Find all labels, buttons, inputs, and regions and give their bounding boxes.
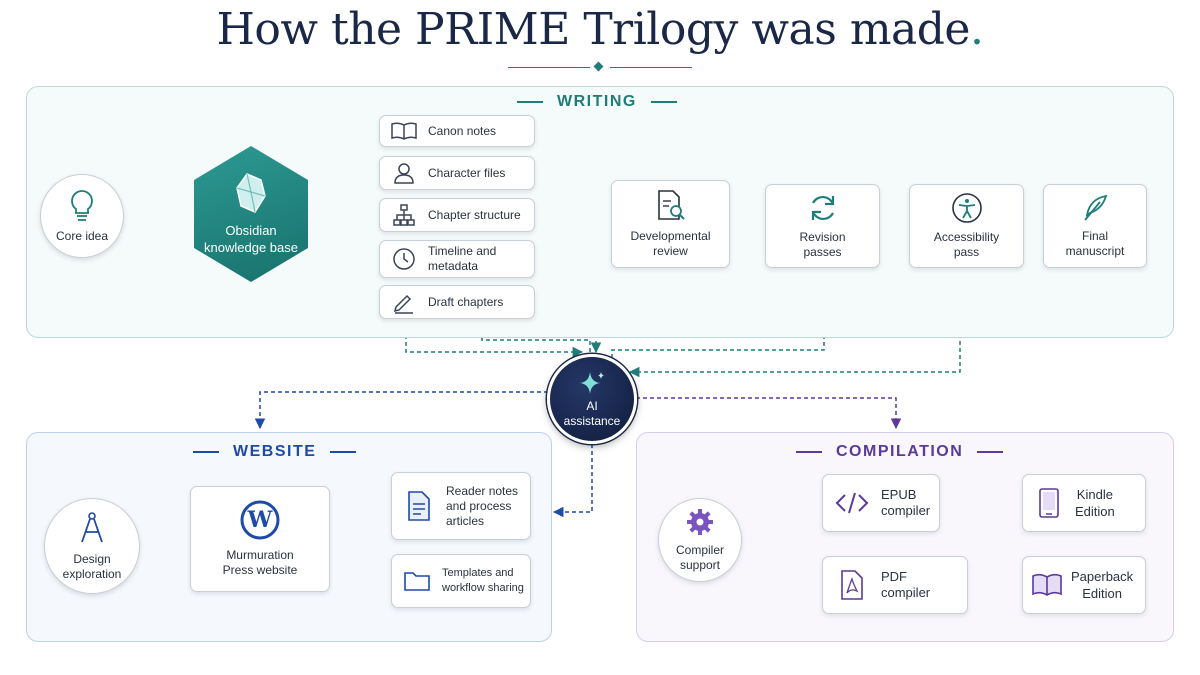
murmuration-website-node[interactable]: W Murmuration Press website xyxy=(190,486,330,592)
obsidian-crystal-icon xyxy=(236,173,266,213)
tpl-label-1: Templates and xyxy=(442,567,514,579)
epub-label-2: compiler xyxy=(881,503,931,518)
ai-link-compilation xyxy=(636,397,902,430)
character-files-label: Character files xyxy=(428,166,506,180)
site-label-2: Press website xyxy=(222,563,298,577)
ai-assistance-node[interactable]: AI assistance xyxy=(547,354,637,444)
draft-chapters-label: Draft chapters xyxy=(428,295,504,309)
folder-icon xyxy=(392,570,442,592)
rev-label-1: Revision xyxy=(799,230,846,244)
page-title: How the PRIME Trilogy was made. xyxy=(216,4,984,55)
refresh-icon xyxy=(811,195,834,221)
compass-icon xyxy=(81,512,103,543)
notes-label-1: Reader notes xyxy=(446,483,519,498)
kindle-label-2: Edition xyxy=(1075,504,1115,519)
title-divider xyxy=(508,61,692,72)
acc-label-2: pass xyxy=(953,245,980,259)
tablet-icon xyxy=(1023,487,1075,519)
code-icon xyxy=(823,491,881,515)
user-icon xyxy=(380,161,428,185)
epub-label-1: EPUB xyxy=(881,487,917,502)
pdf-label-2: compiler xyxy=(881,585,931,600)
pdf-icon xyxy=(823,569,881,601)
site-label-1: Murmuration xyxy=(226,548,294,562)
ai-label-1: AI xyxy=(586,399,598,413)
input-character-files[interactable]: Character files xyxy=(379,156,535,190)
document-search-icon xyxy=(657,190,685,220)
compilation-heading: COMPILATION xyxy=(796,443,1004,461)
dev-label-1: Developmental xyxy=(630,229,711,243)
developmental-review-node[interactable]: Developmental review xyxy=(611,180,730,268)
final-label-1: Final xyxy=(1081,229,1108,243)
templates-node[interactable]: Templates and workflow sharing xyxy=(391,554,531,608)
writing-heading: WRITING xyxy=(517,93,677,111)
design-exploration-node[interactable]: Design exploration xyxy=(44,498,140,594)
document-icon xyxy=(392,490,446,522)
tpl-label-2: workflow sharing xyxy=(442,582,524,594)
dev-label-2: review xyxy=(653,244,688,258)
gear-icon xyxy=(687,509,713,535)
input-chapter-structure[interactable]: Chapter structure xyxy=(379,198,535,232)
design-label-2: exploration xyxy=(62,567,122,581)
compiler-support-node[interactable]: Compiler support xyxy=(658,498,742,582)
paper-label-2: Edition xyxy=(1082,586,1122,601)
timeline-label-2: metadata xyxy=(428,259,479,273)
open-book-icon xyxy=(1023,572,1071,598)
paper-label-1: Paperback xyxy=(1071,569,1134,584)
notes-label-2: and process xyxy=(446,498,512,513)
input-canon-notes[interactable]: Canon notes xyxy=(379,115,535,147)
rev-label-2: passes xyxy=(803,245,842,259)
book-icon xyxy=(380,121,428,141)
ai-link-canon xyxy=(400,322,584,358)
design-label-1: Design xyxy=(73,552,111,566)
hierarchy-icon xyxy=(380,203,428,227)
kb-label-2: knowledge base xyxy=(204,240,298,255)
pdf-label-1: PDF xyxy=(881,569,907,584)
notes-label-3: articles xyxy=(446,513,485,528)
svg-text:W: W xyxy=(247,507,273,533)
revision-passes-node[interactable]: Revision passes xyxy=(765,184,880,268)
lightbulb-icon xyxy=(71,189,93,221)
timeline-label-1: Timeline and xyxy=(428,244,497,258)
ai-link-acc xyxy=(628,270,966,378)
final-manuscript-node[interactable]: Final manuscript xyxy=(1043,184,1147,268)
pencil-icon xyxy=(380,290,428,314)
input-draft-chapters[interactable]: Draft chapters xyxy=(379,285,535,319)
ai-label-2: assistance xyxy=(563,414,621,428)
canon-notes-label: Canon notes xyxy=(428,124,497,138)
clock-icon xyxy=(380,247,428,271)
sparkle-icon xyxy=(580,372,604,394)
quill-icon xyxy=(1084,194,1108,221)
support-label-2: support xyxy=(679,558,721,572)
support-label-1: Compiler xyxy=(675,543,724,557)
acc-label-1: Accessibility xyxy=(933,230,1000,244)
kindle-label-1: Kindle xyxy=(1076,487,1113,502)
accessibility-icon xyxy=(951,193,982,223)
final-label-2: manuscript xyxy=(1065,244,1125,258)
accessibility-pass-node[interactable]: Accessibility pass xyxy=(909,184,1024,268)
website-heading: WEBSITE xyxy=(193,443,357,461)
core-idea-node[interactable]: Core idea xyxy=(40,174,124,258)
kb-label-1: Obsidian xyxy=(225,223,277,238)
ai-link-website xyxy=(254,391,548,430)
ai-link-notes xyxy=(552,444,593,518)
chapter-structure-label: Chapter structure xyxy=(428,208,521,222)
wordpress-icon: W xyxy=(240,500,280,540)
core-idea-label: Core idea xyxy=(55,228,109,243)
